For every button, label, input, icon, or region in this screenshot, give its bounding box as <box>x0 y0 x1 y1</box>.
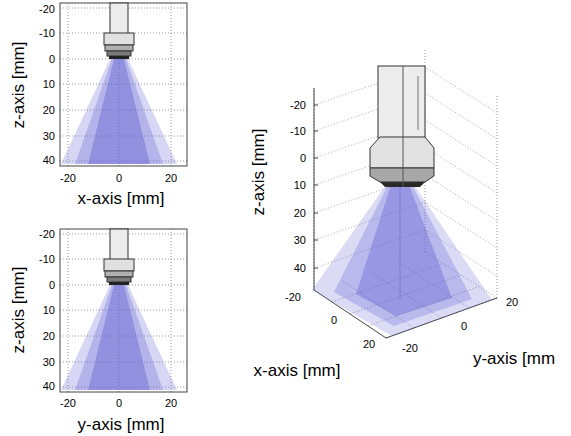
tick-label: 20 <box>43 105 55 116</box>
tick-mark <box>314 213 318 214</box>
tick-label: 0 <box>116 398 122 409</box>
axis-label: x-axis [mm] <box>78 190 165 207</box>
probe-band <box>107 277 131 282</box>
probe-transducer <box>109 282 129 285</box>
tick-mark <box>314 185 318 186</box>
tick-mark <box>314 131 318 132</box>
axis-label: z-axis [mm] <box>10 42 27 129</box>
beam-edge <box>400 185 401 300</box>
beam-cone <box>334 185 472 326</box>
axis-label: x-axis [mm] <box>254 362 341 379</box>
probe-band <box>105 45 133 51</box>
tick-mark <box>314 158 318 159</box>
tick-label: 20 <box>294 208 306 219</box>
beam-cone <box>88 59 150 164</box>
tick-label: 0 <box>49 54 55 65</box>
tick-mark <box>314 268 318 269</box>
tick-label: 20 <box>363 339 375 350</box>
probe-shaft <box>110 229 128 260</box>
grid-line <box>171 229 172 392</box>
grid-line <box>171 3 172 166</box>
axis-label: z-axis [mm] <box>10 267 27 354</box>
beam-view-xz <box>60 3 187 166</box>
grid <box>60 3 187 392</box>
tick-mark <box>314 240 318 241</box>
grid-line <box>314 88 315 290</box>
axis-label: y-axis [mm] <box>78 416 165 433</box>
tick-label: -10 <box>39 28 55 39</box>
probe-band <box>105 271 133 277</box>
probe-edge <box>403 66 404 138</box>
grid-line <box>497 96 498 298</box>
probe-head <box>370 137 434 168</box>
axis-label: z-axis [mm] <box>250 129 267 216</box>
tick-label: -20 <box>39 229 55 240</box>
tick-label: -20 <box>39 4 55 15</box>
grid-line <box>68 3 69 166</box>
tick-label: 10 <box>43 79 55 90</box>
beam-cone <box>75 59 163 164</box>
probe-transducer <box>109 56 129 59</box>
beam-cone <box>61 285 177 390</box>
tick-label: 0 <box>461 321 467 332</box>
tick-label: 20 <box>165 398 177 409</box>
tick-label: 40 <box>294 263 306 274</box>
probe-shaft <box>110 3 128 34</box>
plot-frame <box>60 3 187 166</box>
grid-line <box>68 229 69 392</box>
tick-label: -10 <box>290 126 306 137</box>
probe-edge <box>403 137 404 187</box>
beam-cone <box>356 185 452 316</box>
tick-label: 40 <box>43 381 55 392</box>
tick-label: 20 <box>506 297 518 308</box>
probe-head <box>104 259 134 271</box>
beam-cone <box>61 59 177 164</box>
tick-mark <box>314 105 318 106</box>
probe-edge <box>418 76 419 130</box>
tick-label: 30 <box>294 235 306 246</box>
tick-label: 10 <box>294 180 306 191</box>
tick-label: 30 <box>43 357 55 368</box>
z-axis-line <box>314 88 315 290</box>
tick-label: 0 <box>49 280 55 291</box>
tick-label: 20 <box>165 173 177 184</box>
beam-view-yz <box>60 229 187 392</box>
tick-label: -20 <box>60 173 76 184</box>
tick-label: -20 <box>290 100 306 111</box>
tick-label: -10 <box>39 254 55 265</box>
beam-view-3d <box>312 66 497 338</box>
tick-label: 20 <box>43 331 55 342</box>
tick-label: 10 <box>43 305 55 316</box>
tick-label: 0 <box>300 153 306 164</box>
beam-cone <box>312 185 492 336</box>
grid <box>314 50 497 338</box>
beam-cone <box>75 285 163 390</box>
probe-head <box>104 33 134 45</box>
tick-label: 0 <box>331 315 337 326</box>
probe-shaft <box>378 66 425 138</box>
beam-cone <box>88 285 150 390</box>
tick-label: -20 <box>402 343 418 354</box>
probe-band <box>370 168 434 182</box>
probe-band <box>107 51 131 56</box>
tick-label: 0 <box>116 173 122 184</box>
plot-frame <box>60 229 187 392</box>
tick-label: -20 <box>285 292 301 303</box>
tick-label: 40 <box>43 155 55 166</box>
axis-label: y-axis [mm <box>473 350 555 367</box>
tick-label: -20 <box>60 398 76 409</box>
tick-label: 30 <box>43 131 55 142</box>
